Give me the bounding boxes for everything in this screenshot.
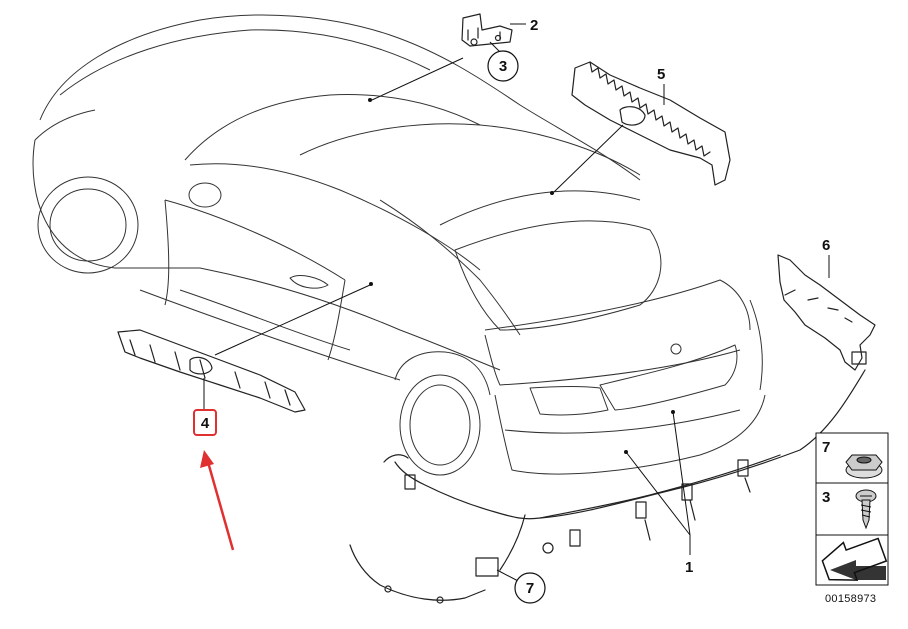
part-5-strip	[571, 61, 731, 186]
callout-5: 5	[657, 66, 665, 83]
hardware-legend: 7 3	[815, 432, 889, 586]
callout-7: 7	[526, 580, 534, 597]
callout-3-circle	[487, 50, 519, 82]
part-2-bracket	[461, 13, 513, 47]
callout-6: 6	[822, 237, 830, 254]
diagram-code: 00158973	[825, 593, 876, 605]
direction-arrow-icon	[821, 537, 888, 581]
screw-icon	[855, 489, 877, 530]
callout-4-highlight	[193, 409, 217, 436]
legend-nut-label: 7	[822, 439, 830, 456]
callout-3: 3	[499, 58, 507, 75]
part-1-harness	[349, 369, 866, 604]
callout-4: 4	[201, 415, 210, 432]
red-arrow-icon	[200, 450, 235, 551]
callout-2: 2	[530, 17, 538, 34]
car-body-outline	[32, 14, 766, 476]
callout-7-circle	[514, 572, 546, 604]
part-4-strip	[117, 329, 306, 413]
flange-nut-icon	[845, 454, 883, 479]
callout-1: 1	[685, 559, 693, 576]
legend-screw-label: 3	[822, 489, 830, 506]
part-6-bracket	[777, 254, 876, 371]
